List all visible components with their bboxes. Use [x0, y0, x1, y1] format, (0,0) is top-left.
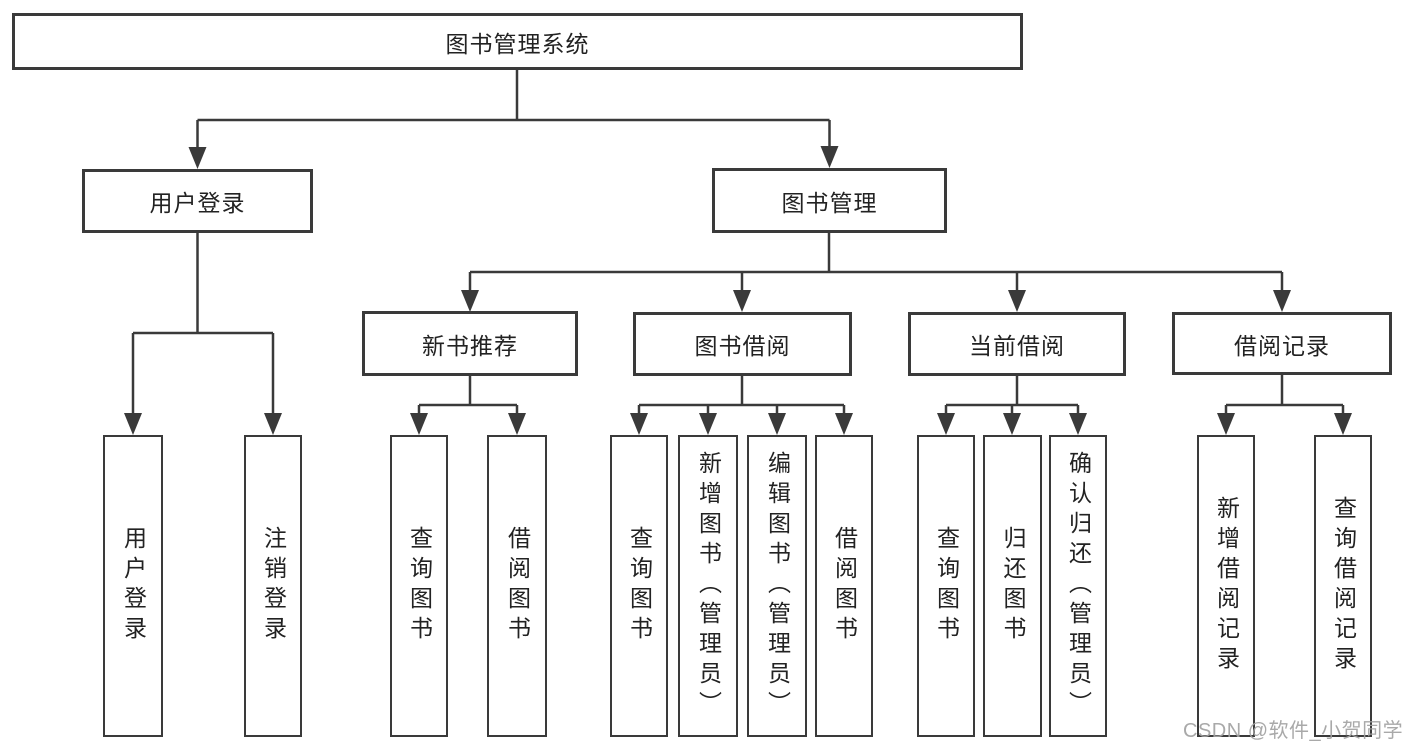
leaf-borrowing-edit-books-admin: 编辑图书（管理员）	[747, 435, 807, 737]
leaf-records-query-record-label: 查询借阅记录	[1330, 496, 1357, 676]
arrowheads	[124, 146, 1352, 435]
leaf-user-login: 用户登录	[103, 435, 163, 737]
leaf-newbook-query-books-label: 查询图书	[406, 526, 433, 646]
leaf-borrowing-add-books-admin: 新增图书（管理员）	[678, 435, 738, 737]
leaf-newbook-query-books: 查询图书	[390, 435, 448, 737]
leaf-borrowing-borrow-books-label: 借阅图书	[831, 526, 858, 646]
leaf-newbook-borrow-books: 借阅图书	[487, 435, 547, 737]
leaf-logout-label: 注销登录	[260, 526, 287, 646]
leaf-current-query-books: 查询图书	[917, 435, 975, 737]
leaf-records-query-record: 查询借阅记录	[1314, 435, 1372, 737]
leaf-current-query-books-label: 查询图书	[933, 526, 960, 646]
node-book-management-branch: 图书管理	[712, 168, 947, 233]
leaf-borrowing-query-books-label: 查询图书	[626, 526, 653, 646]
leaf-logout: 注销登录	[244, 435, 302, 737]
node-user-login-branch: 用户登录	[82, 169, 313, 233]
node-book-borrowing: 图书借阅	[633, 312, 852, 376]
leaf-records-add-record-label: 新增借阅记录	[1213, 496, 1240, 676]
node-root: 图书管理系统	[12, 13, 1023, 70]
node-borrowing-records: 借阅记录	[1172, 312, 1392, 375]
leaf-newbook-borrow-books-label: 借阅图书	[504, 526, 531, 646]
leaf-borrowing-borrow-books: 借阅图书	[815, 435, 873, 737]
leaf-borrowing-add-books-admin-label: 新增图书（管理员）	[695, 451, 722, 721]
leaf-current-confirm-return-admin: 确认归还（管理员）	[1049, 435, 1107, 737]
leaf-borrowing-edit-books-admin-label: 编辑图书（管理员）	[764, 451, 791, 721]
leaf-current-return-books-label: 归还图书	[1000, 526, 1026, 646]
node-new-book-recommend: 新书推荐	[362, 311, 578, 376]
leaf-current-return-books: 归还图书	[983, 435, 1042, 737]
leaf-records-add-record: 新增借阅记录	[1197, 435, 1255, 737]
csdn-watermark: CSDN @软件_小贺同学	[1183, 720, 1404, 742]
leaf-current-confirm-return-admin-label: 确认归还（管理员）	[1065, 451, 1092, 721]
node-current-borrowing: 当前借阅	[908, 312, 1126, 376]
leaf-user-login-label: 用户登录	[120, 526, 147, 646]
leaf-borrowing-query-books: 查询图书	[610, 435, 668, 737]
